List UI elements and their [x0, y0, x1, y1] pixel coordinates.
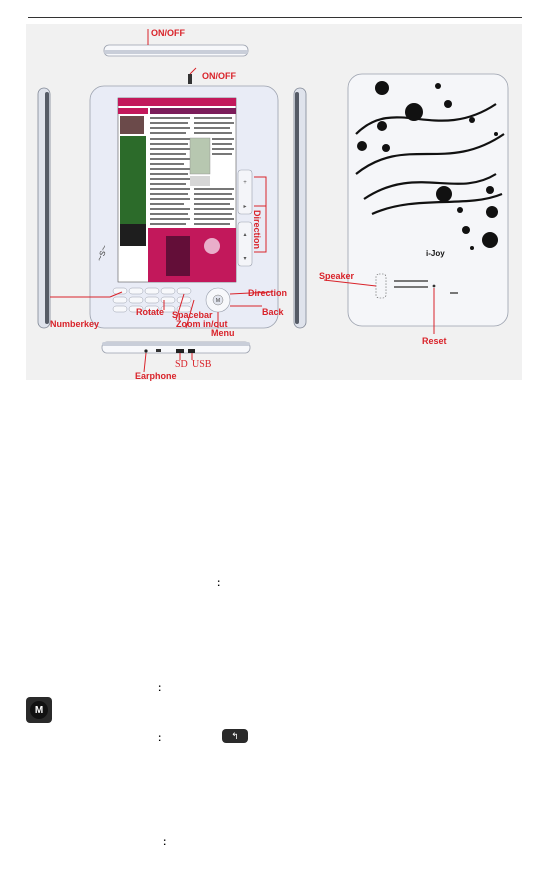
device-illustration: + ▸ ▴ ▾ ~s~ M	[37, 29, 509, 373]
label-direction-vertical: Direction	[252, 210, 262, 250]
colon-mark-1: :	[217, 578, 221, 589]
label-on-off-top: ON/OFF	[151, 28, 185, 38]
label-rotate: Rotate	[136, 307, 165, 317]
colon-mark-3: :	[158, 733, 162, 744]
right-side-view	[293, 87, 307, 329]
svg-text:~s~: ~s~	[94, 243, 110, 263]
label-direction: Direction	[248, 288, 288, 298]
menu-key-icon: M	[26, 697, 52, 723]
label-back: Back	[262, 307, 284, 317]
back-key-icon: ↰	[222, 729, 248, 743]
label-on-off-front: ON/OFF	[202, 71, 236, 81]
svg-text:M: M	[216, 298, 220, 304]
left-side-view	[37, 87, 51, 329]
label-speaker: Speaker	[319, 271, 355, 281]
top-edge-view	[103, 29, 249, 57]
colon-mark-2: :	[158, 683, 162, 694]
bottom-edge-view	[101, 341, 251, 373]
label-spacebar: Spacebar	[172, 310, 213, 320]
label-earphone: Earphone	[135, 371, 177, 381]
label-menu: Menu	[211, 328, 235, 338]
ebook-reader-figure: + ▸ ▴ ▾ ~s~ M	[26, 24, 522, 381]
colon-mark-4: :	[163, 837, 167, 848]
svg-text:+: +	[243, 180, 247, 186]
svg-text:▸: ▸	[243, 204, 246, 210]
svg-text:i-Joy: i-Joy	[426, 249, 445, 258]
front-view: + ▸ ▴ ▾ ~s~ M	[50, 67, 279, 329]
svg-text:▴: ▴	[243, 232, 246, 238]
back-view: i-Joy	[323, 73, 509, 334]
label-zoom: Zoom in/out	[176, 319, 228, 329]
header-rule	[28, 17, 522, 18]
label-reset: Reset	[422, 336, 447, 346]
svg-text:▾: ▾	[243, 256, 246, 262]
label-numberkey: Numberkey	[50, 319, 100, 329]
label-usb: USB	[192, 359, 212, 370]
label-sd: SD	[175, 359, 188, 370]
